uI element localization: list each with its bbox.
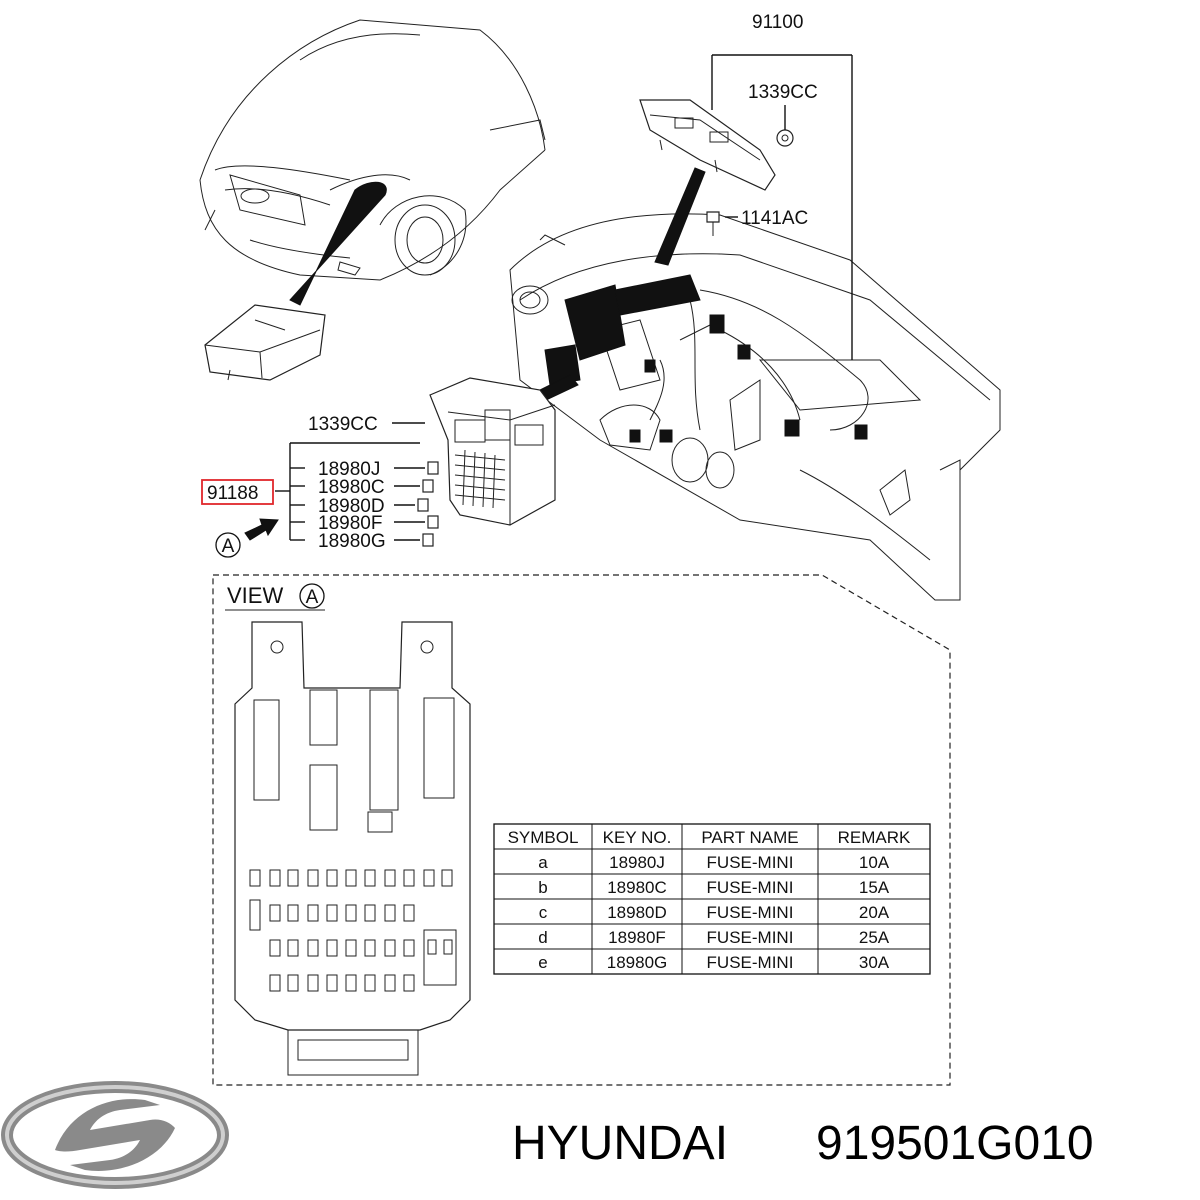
callout-18980d: 18980D	[318, 496, 385, 517]
table-cell: 18980G	[607, 953, 668, 972]
car-front-illustration	[199, 19, 546, 281]
callout-lines	[275, 54, 853, 541]
fuse-box-cover	[204, 304, 326, 381]
table-cell: FUSE-MINI	[707, 878, 794, 897]
view-label: VIEW	[227, 583, 283, 608]
car-fusebox-pointer	[289, 181, 387, 306]
callout-1339cc-left: 1339CC	[308, 414, 378, 435]
callout-1141ac: 1141AC	[741, 208, 808, 229]
table-cell: 25A	[859, 928, 890, 947]
callout-91188-highlight	[201, 479, 274, 505]
part-number: 919501G010	[816, 1117, 1094, 1170]
fuse-spec-table: SYMBOL KEY NO. PART NAME REMARK a 18980J FUSE-…	[493, 823, 931, 975]
table-cell: 18980F	[608, 928, 666, 947]
mini-fuse-icons	[417, 461, 439, 547]
table-header: SYMBOL	[508, 828, 579, 847]
view-label-circle-icon	[299, 583, 325, 609]
nut-1339cc-part	[776, 129, 794, 147]
table-cell: 10A	[859, 853, 890, 872]
callout-18980g: 18980G	[318, 531, 386, 552]
table-cell: c	[539, 903, 548, 922]
table-header: KEY NO.	[603, 828, 672, 847]
table-cell: e	[538, 953, 547, 972]
table-cell: d	[538, 928, 547, 947]
view-a-marker: A	[222, 536, 235, 557]
table-cell: FUSE-MINI	[707, 903, 794, 922]
bracket-91100-part	[639, 99, 776, 191]
dashboard-illustration	[509, 213, 1001, 601]
table-cell: 18980J	[609, 853, 665, 872]
table-cell: b	[538, 878, 547, 897]
callout-18980c: 18980C	[318, 477, 385, 498]
callout-18980j: 18980J	[318, 459, 380, 480]
callout-91188: 91188	[207, 483, 258, 504]
wiring-harness	[544, 274, 868, 443]
table-header: PART NAME	[701, 828, 798, 847]
hyundai-logo-icon	[1, 1081, 229, 1189]
fuse-slot-grid	[249, 869, 457, 992]
table-cell: a	[538, 853, 548, 872]
bracket-pointer	[654, 167, 706, 266]
table-cell: 20A	[859, 903, 890, 922]
bolt-1141ac-part	[706, 211, 720, 236]
brand-name: HYUNDAI	[512, 1117, 728, 1170]
table-cell: FUSE-MINI	[707, 853, 794, 872]
table-cell: 18980C	[607, 878, 667, 897]
table-cell: 30A	[859, 953, 890, 972]
view-a-circle-icon	[215, 532, 241, 558]
table-cell: 18980D	[607, 903, 667, 922]
callout-18980f: 18980F	[318, 513, 382, 534]
table-cell: FUSE-MINI	[707, 953, 794, 972]
callout-1339cc-top: 1339CC	[748, 82, 818, 103]
view-label-marker: A	[306, 587, 319, 608]
table-header: REMARK	[838, 828, 911, 847]
junction-box-part	[429, 377, 556, 526]
view-a-arrow-icon	[244, 518, 279, 541]
callout-91100: 91100	[752, 12, 803, 33]
view-a-frame	[212, 574, 951, 1086]
fuse-panel-top-view	[234, 621, 471, 1076]
table-cell: 15A	[859, 878, 890, 897]
table-cell: FUSE-MINI	[707, 928, 794, 947]
